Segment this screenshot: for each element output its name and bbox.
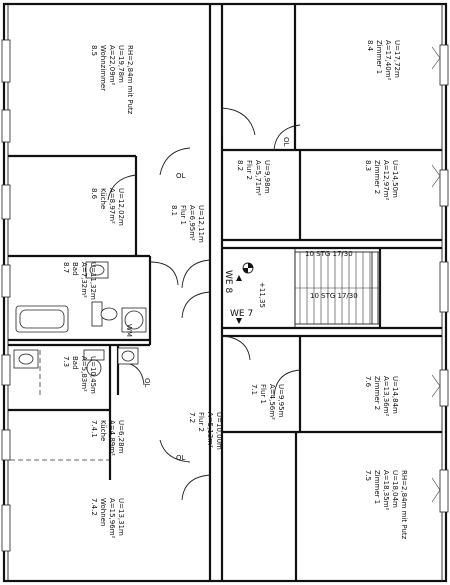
room-name: Zimmer 1 <box>375 40 383 74</box>
room-perimeter: U=13,31m <box>117 498 125 536</box>
room-perimeter: U=9,95m <box>277 384 285 418</box>
room-area: A=4,56m² <box>268 384 276 420</box>
room-area: A=5,71m² <box>254 160 262 196</box>
room-area: A=18,35m² <box>382 470 390 511</box>
room-perimeter: U=12,11m <box>197 205 205 243</box>
room-num: 7.4.2 <box>90 498 98 516</box>
room-area: A=13,36m² <box>382 376 390 417</box>
room-num: 7.6 <box>364 376 372 388</box>
room-name: Flur 1 <box>259 384 267 404</box>
room-name: Bad <box>71 356 79 370</box>
fixtures <box>13 261 147 395</box>
room-perimeter: U=6,28m <box>117 420 125 454</box>
room-num: 7.3 <box>62 356 70 367</box>
mark-ol3: OL <box>143 378 151 388</box>
room-name: Flur 2 <box>245 160 253 180</box>
room-name: Zimmer 1 <box>373 470 381 504</box>
room-num: 8.4 <box>366 40 374 52</box>
room-perimeter: U=10,00m <box>215 412 223 450</box>
room-name: Bad <box>71 262 79 276</box>
mark-we7: WE 7 <box>230 309 253 319</box>
room-perimeter: U=9,98m <box>263 160 271 194</box>
room-name: Küche <box>99 420 107 441</box>
room-height: RH=2,84m mit Putz <box>126 45 134 115</box>
room-num: 8.6 <box>90 188 98 200</box>
room-name: Flur 1 <box>179 205 187 225</box>
room-num: 7.5 <box>364 470 372 481</box>
room-perimeter: U=11,32m <box>89 262 97 300</box>
room-name: Wohnen <box>99 498 107 526</box>
mark-stair-upper: 10 STG 17/30 <box>305 250 353 258</box>
windows <box>1 39 449 552</box>
room-perimeter: U=19,78m <box>117 45 125 83</box>
staircase <box>294 251 381 325</box>
room-name: Zimmer 2 <box>373 160 381 194</box>
room-name: Wohnzimmer <box>99 45 107 91</box>
doors <box>107 107 301 501</box>
room-num: 8.2 <box>236 160 244 171</box>
room-num: 7.2 <box>188 412 196 423</box>
room-area: A=22,09m² <box>108 45 116 86</box>
room-num: 8.3 <box>364 160 372 171</box>
symbols <box>236 262 254 324</box>
mark-wm: WM <box>125 324 133 337</box>
mark-ol2: OL <box>282 137 290 147</box>
mark-stair-lower: 10 STG 17/30 <box>310 292 358 300</box>
room-name: Küche <box>99 188 107 209</box>
room-perimeter: U=18,04m <box>391 470 399 508</box>
room-num: 7.4.1 <box>90 420 98 438</box>
room-perimeter: U=17,72m <box>393 40 401 78</box>
room-area: A=4,89m² <box>108 420 116 456</box>
room-perimeter: U=14,50m <box>391 160 399 198</box>
mark-ol4: OL <box>176 454 186 462</box>
room-num: 8.7 <box>62 262 70 273</box>
room-area: A=6,95m² <box>188 205 196 241</box>
toilet <box>91 301 103 327</box>
mark-we8: WE 8 <box>223 270 233 293</box>
room-height: RH=2,84m mit Putz <box>400 470 408 540</box>
triangle-down-icon <box>236 318 242 324</box>
room-perimeter: U=12,02m <box>117 188 125 226</box>
room-area: A=15,96m² <box>108 498 116 539</box>
room-area: A=7,32m² <box>80 262 88 298</box>
room-area: A=12,97m² <box>382 160 390 201</box>
room-area: A=5,13m² <box>206 412 214 448</box>
room-area: A=5,83m² <box>80 356 88 392</box>
room-area: A=17,40m² <box>384 40 392 81</box>
room-name: Flur 2 <box>197 412 205 432</box>
room-num: 7.1 <box>250 384 258 395</box>
room-name: Zimmer 2 <box>373 376 381 410</box>
room-num: 8.1 <box>170 205 178 216</box>
mark-level: +11,35 <box>258 282 266 308</box>
triangle-up-icon <box>236 275 242 281</box>
room-area: A=8,97m² <box>108 188 116 224</box>
room-perimeter: U=14,84m <box>391 376 399 414</box>
room-perimeter: U=10,45m <box>89 356 97 394</box>
mark-ol1: OL <box>176 172 186 180</box>
room-num: 8.5 <box>90 45 98 56</box>
